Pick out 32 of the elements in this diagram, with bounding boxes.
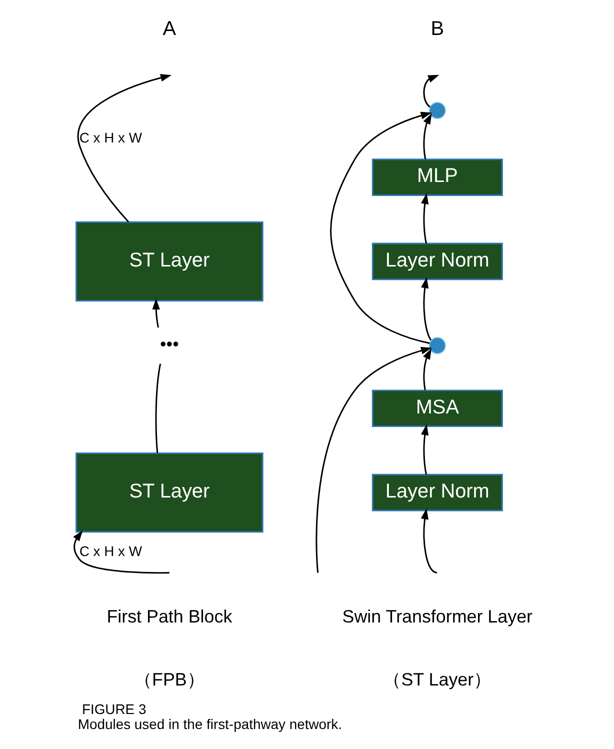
label: B [430, 18, 444, 40]
label: A [162, 18, 176, 40]
arrow [152, 298, 160, 328]
node-circle [428, 102, 446, 119]
node-box: ST Layer [76, 452, 264, 533]
label: First Path Block [106, 606, 232, 627]
node-box: MSA [372, 390, 503, 428]
arrow [316, 346, 432, 573]
diagram-title: FIGURE 3 [82, 701, 146, 718]
label: （ST Layer） [383, 669, 492, 690]
arrow [77, 74, 172, 222]
node-box: ST Layer [76, 221, 264, 302]
node-box: MLP [372, 158, 503, 196]
node-box: Layer Norm [372, 242, 503, 280]
arrow [420, 508, 438, 574]
arrow [423, 74, 440, 108]
arrow [423, 348, 432, 390]
label: Swin Transformer Layer [342, 606, 533, 627]
connector [155, 364, 162, 454]
caption: Modules used in the first-pathway network. [78, 716, 342, 732]
node-box: Layer Norm [372, 474, 503, 512]
arrow [421, 193, 429, 244]
arrow [330, 112, 432, 344]
arrow [423, 113, 432, 160]
arrow [73, 530, 170, 574]
label: （FPB） [134, 669, 205, 690]
edge-label: C x H x W [79, 543, 142, 559]
arrow [421, 424, 429, 475]
edge-label: C x H x W [79, 130, 142, 146]
node-circle [428, 337, 446, 354]
node-text: ••• [160, 334, 179, 354]
arrow [421, 277, 432, 341]
